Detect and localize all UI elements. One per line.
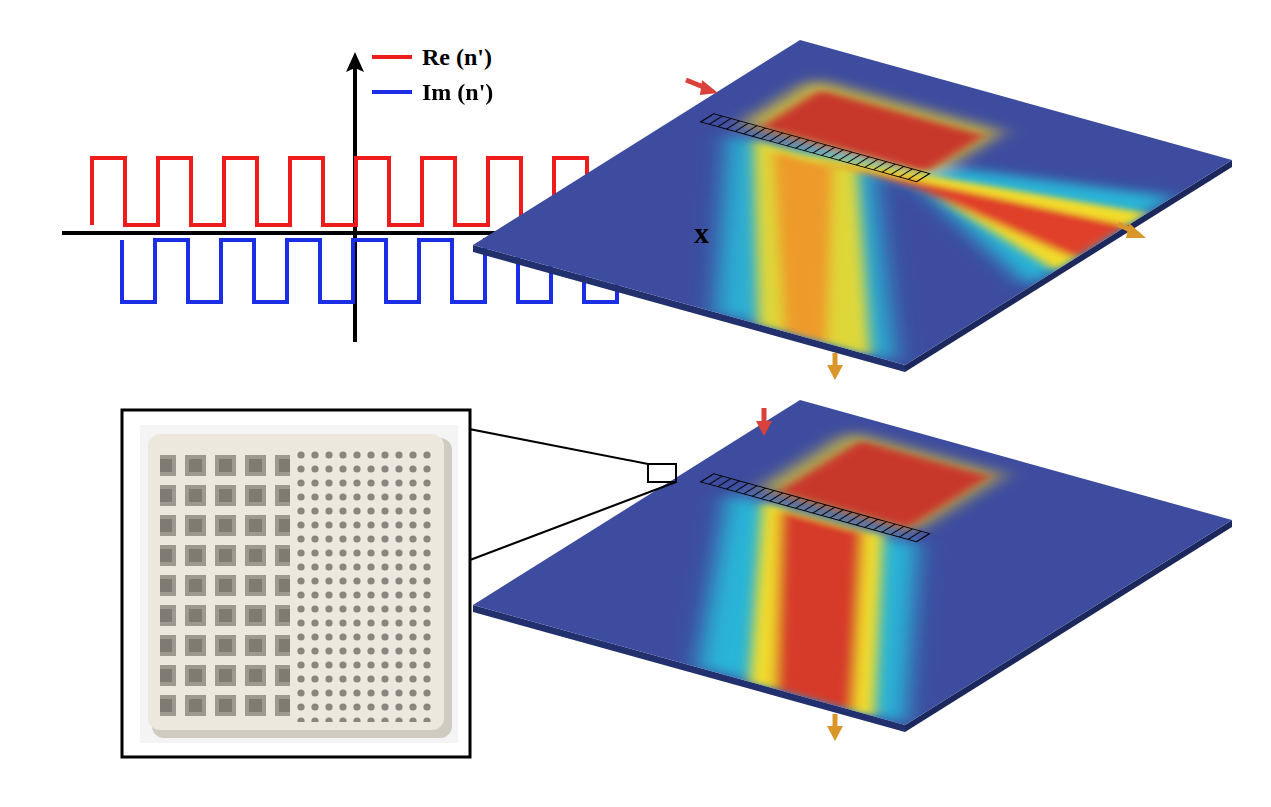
legend-line-sample xyxy=(372,42,414,72)
bottom-plate xyxy=(473,400,1232,732)
zoom-box xyxy=(648,464,676,482)
top-plate xyxy=(473,40,1232,372)
legend-line-sample xyxy=(372,77,414,107)
sample-photo xyxy=(122,410,470,757)
incident-arrow xyxy=(756,408,772,436)
legend-text: Im (n') xyxy=(422,80,493,104)
axis-label: x xyxy=(694,218,709,248)
output-arrow xyxy=(1118,223,1146,238)
axis-arrowhead xyxy=(346,52,364,72)
output-arrow xyxy=(827,714,843,741)
legend-text: Re (n') xyxy=(422,45,492,69)
output-arrow xyxy=(827,353,843,380)
incident-arrow xyxy=(686,80,718,95)
zoom-line xyxy=(470,482,676,560)
